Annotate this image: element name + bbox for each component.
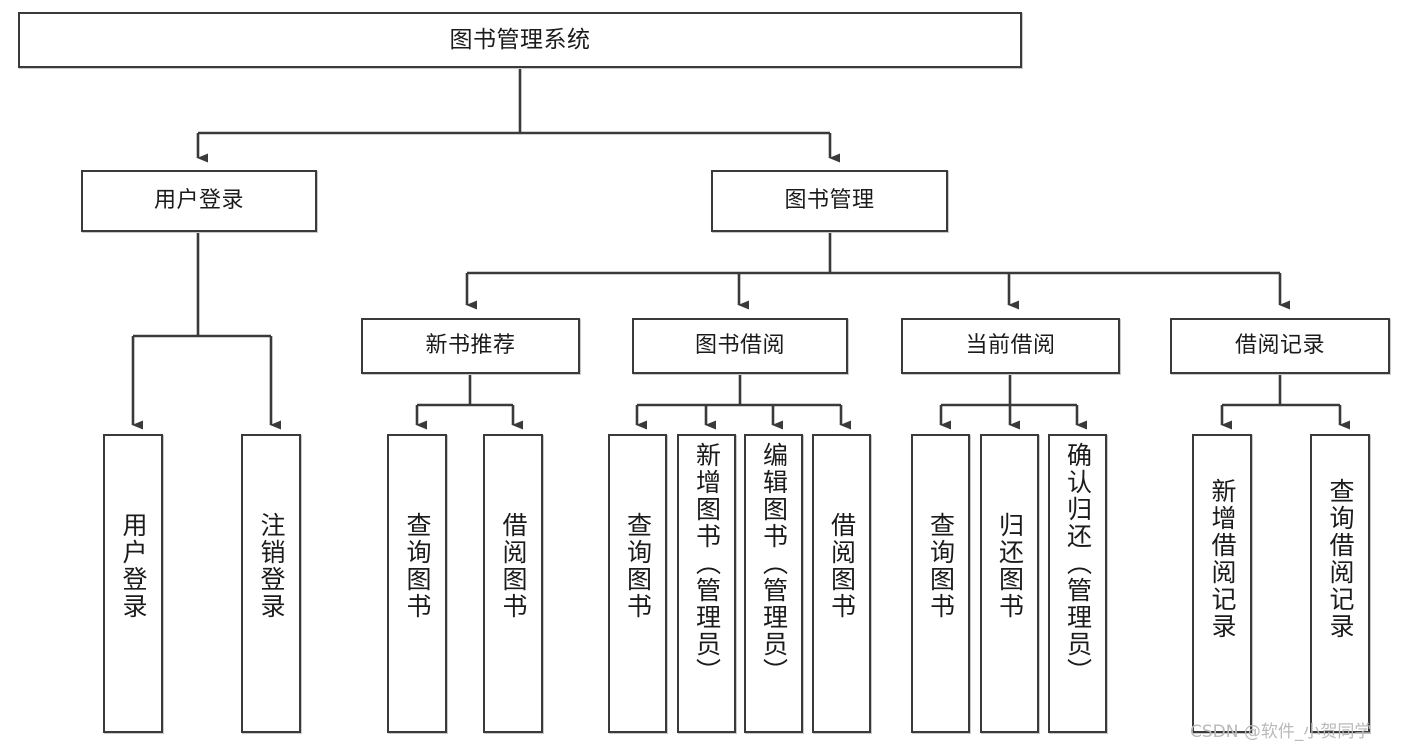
leaf-borrow-book-2[interactable]: 借阅图书 [812, 434, 871, 733]
leaf-add-book[interactable]: 新增图书（管理员） [677, 434, 736, 733]
node-label: 借阅图书 [499, 512, 528, 620]
node-label: 图书管理系统 [449, 26, 591, 53]
leaf-query-book-2[interactable]: 查询图书 [608, 434, 667, 733]
node-label: 查询图书 [926, 512, 956, 620]
leaf-query-borrow-record[interactable]: 查询借阅记录 [1310, 434, 1370, 733]
node-label: 用户登录 [153, 188, 244, 214]
node-label: 查询借阅记录 [1326, 478, 1355, 640]
node-label: 图书管理 [784, 188, 875, 214]
node-label: 借阅图书 [827, 512, 857, 620]
node-label: 图书借阅 [694, 333, 785, 359]
node-current-borrow[interactable]: 当前借阅 [901, 318, 1120, 374]
leaf-return-book[interactable]: 归还图书 [980, 434, 1039, 733]
node-label: 查询图书 [623, 512, 653, 620]
node-new-book-recommendation[interactable]: 新书推荐 [361, 318, 580, 374]
node-borrow-record[interactable]: 借阅记录 [1170, 318, 1390, 374]
node-label: 当前借阅 [965, 333, 1056, 359]
leaf-add-borrow-record[interactable]: 新增借阅记录 [1192, 434, 1252, 733]
csdn-watermark: CSDN @软件_小贺同学 [1190, 722, 1372, 742]
node-label: 用户登录 [119, 512, 148, 620]
leaf-query-book-1[interactable]: 查询图书 [387, 434, 447, 733]
leaf-borrow-book-1[interactable]: 借阅图书 [483, 434, 543, 733]
node-label: 确认归还（管理员） [1063, 442, 1093, 685]
leaf-user-logout[interactable]: 注销登录 [241, 434, 301, 733]
node-label: 注销登录 [257, 512, 286, 620]
leaf-edit-book[interactable]: 编辑图书（管理员） [744, 434, 803, 733]
node-label: 借阅记录 [1234, 333, 1325, 359]
node-label: 新增借阅记录 [1208, 478, 1237, 640]
node-book-management[interactable]: 图书管理 [711, 170, 948, 232]
leaf-query-book-3[interactable]: 查询图书 [911, 434, 970, 733]
node-user-login[interactable]: 用户登录 [81, 170, 317, 232]
leaf-user-login[interactable]: 用户登录 [103, 434, 163, 733]
node-label: 查询图书 [403, 512, 432, 620]
node-label: 编辑图书（管理员） [759, 442, 789, 685]
node-label: 新增图书（管理员） [692, 442, 722, 685]
node-label: 新书推荐 [425, 333, 516, 359]
leaf-confirm-return[interactable]: 确认归还（管理员） [1048, 434, 1107, 733]
node-book-borrow[interactable]: 图书借阅 [632, 318, 848, 374]
node-root-system[interactable]: 图书管理系统 [18, 12, 1022, 68]
node-label: 归还图书 [995, 512, 1025, 620]
